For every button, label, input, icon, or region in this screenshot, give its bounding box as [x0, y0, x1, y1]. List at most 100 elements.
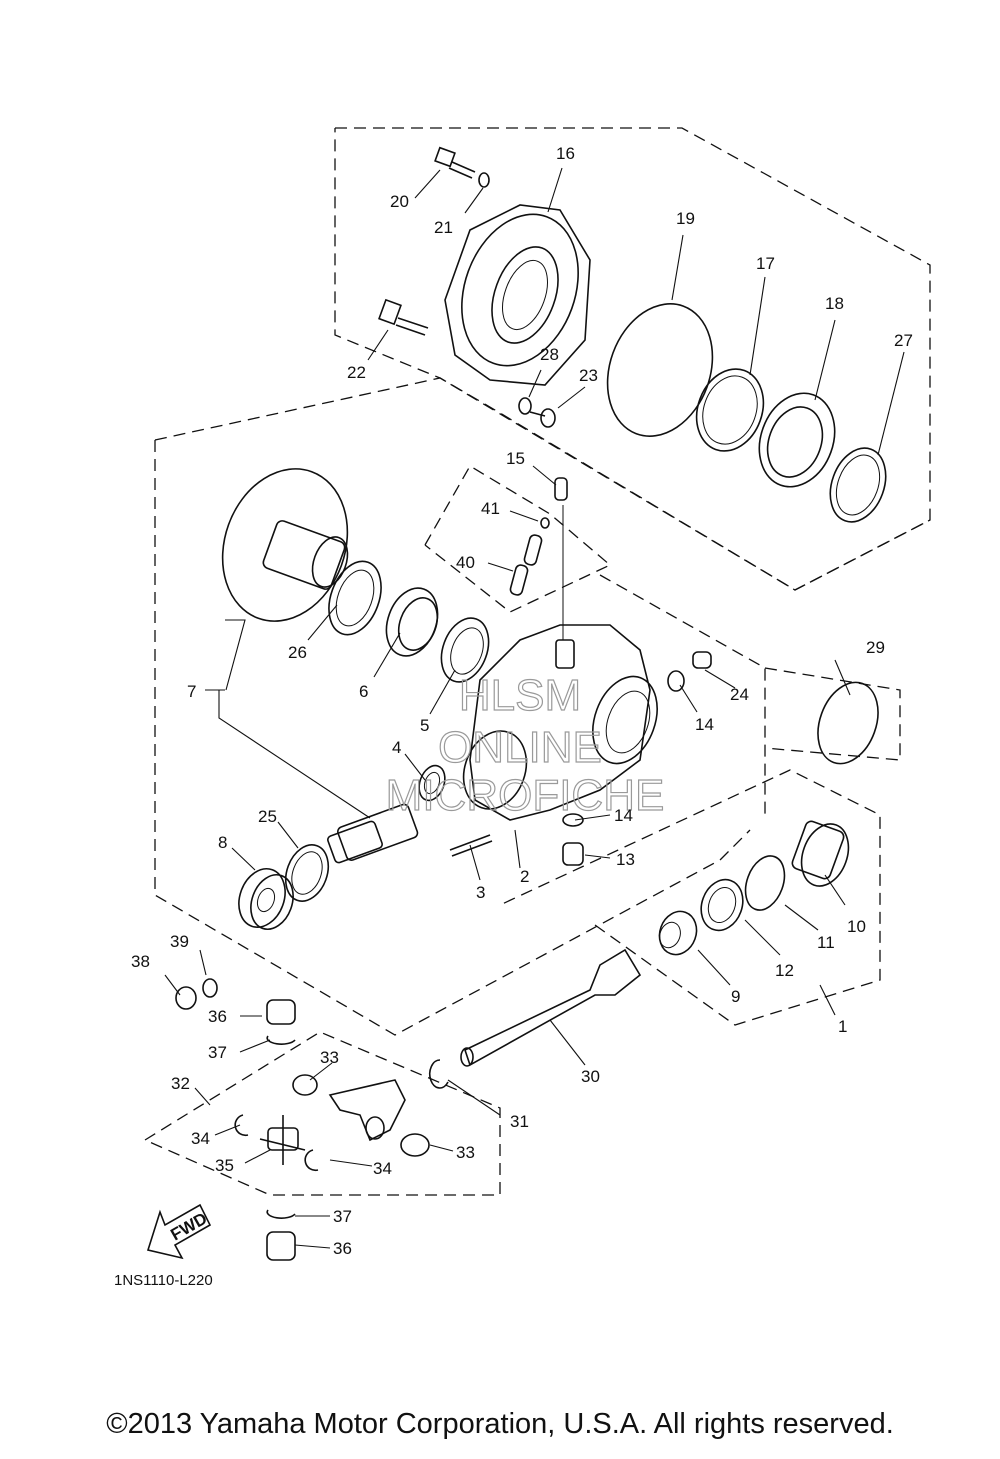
- callout-35: 35: [215, 1156, 234, 1175]
- callout-14-upper: 14: [695, 715, 714, 734]
- assembly-outline-main: [154, 377, 931, 1036]
- part-bolt-23: [529, 408, 556, 428]
- callout-27: 27: [894, 331, 913, 350]
- callout-34-left: 34: [191, 1129, 210, 1148]
- part-bearing-26: [328, 560, 382, 636]
- part-shaft-30: [460, 948, 642, 1067]
- callout-34-right: 34: [373, 1159, 392, 1178]
- callout-41: 41: [481, 499, 500, 518]
- callout-36-upper: 36: [208, 1007, 227, 1026]
- part-nut-38: [175, 986, 197, 1010]
- part-cross-35: [259, 1115, 306, 1165]
- callout-13: 13: [616, 850, 635, 869]
- part-washer-21: [478, 172, 490, 188]
- part-shim-27: [829, 447, 887, 523]
- callout-29: 29: [866, 638, 885, 657]
- callout-17: 17: [756, 254, 775, 273]
- part-plug-24: [692, 651, 712, 669]
- part-bolt-20: [434, 146, 476, 179]
- callout-39: 39: [170, 932, 189, 951]
- assembly-outline-29: [764, 667, 901, 761]
- callout-10: 10: [847, 917, 866, 936]
- callout-numbers: 1 2 3 4 5 6 7 8 9 10 11 12 13 14 14 15 1…: [131, 144, 913, 1258]
- part-stud-3: [449, 834, 493, 857]
- part-pin-40: [509, 534, 543, 596]
- callout-9: 9: [731, 987, 740, 1006]
- watermark: HLSM ONLINE MICROFICHE: [385, 670, 665, 820]
- part-seal-5: [440, 617, 490, 683]
- part-clip-31: [429, 1059, 449, 1089]
- part-oring-29: [817, 681, 879, 765]
- callout-24: 24: [730, 685, 749, 704]
- part-washer-39: [202, 978, 218, 998]
- part-yoke-32: [328, 1079, 406, 1142]
- part-clip-34a: [234, 1114, 249, 1137]
- callout-16: 16: [556, 144, 575, 163]
- watermark-line-3: MICROFICHE: [386, 771, 665, 820]
- callout-22: 22: [347, 363, 366, 382]
- callout-20: 20: [390, 192, 409, 211]
- callout-3: 3: [476, 883, 485, 902]
- callout-30: 30: [581, 1067, 600, 1086]
- callout-32: 32: [171, 1074, 190, 1093]
- part-cover-16: [444, 204, 591, 386]
- part-bolt-22: [378, 298, 429, 336]
- part-oring-19: [606, 303, 714, 437]
- part-bearing-33a: [292, 1074, 318, 1096]
- callout-7: 7: [187, 682, 196, 701]
- callout-28: 28: [540, 345, 559, 364]
- callout-2: 2: [520, 867, 529, 886]
- callout-8: 8: [218, 833, 227, 852]
- part-bearing-33b: [400, 1133, 430, 1157]
- callout-31: 31: [510, 1112, 529, 1131]
- part-washer-28: [518, 397, 532, 415]
- assembly-outline-40-41: [424, 465, 612, 613]
- part-bearing-36b: [266, 1231, 296, 1261]
- callout-33-upper: 33: [320, 1048, 339, 1067]
- part-shim-25: [284, 844, 330, 902]
- part-bearing-18: [758, 392, 836, 488]
- callout-12: 12: [775, 961, 794, 980]
- fwd-arrow-icon: FWD: [146, 1203, 212, 1260]
- copyright-notice: ©2013 Yamaha Motor Corporation, U.S.A. A…: [106, 1408, 894, 1440]
- callout-1: 1: [838, 1017, 847, 1036]
- part-gear-7: [221, 468, 349, 622]
- callout-5: 5: [420, 716, 429, 735]
- assembly-outline-joint: [144, 1031, 501, 1196]
- part-case-2: [462, 624, 658, 821]
- part-clip-34b: [304, 1149, 319, 1172]
- callout-25: 25: [258, 807, 277, 826]
- part-clip-37a: [266, 1035, 296, 1045]
- fwd-label: FWD: [167, 1209, 210, 1245]
- callout-21: 21: [434, 218, 453, 237]
- callout-18: 18: [825, 294, 844, 313]
- callout-4: 4: [392, 738, 401, 757]
- part-clip-41: [540, 517, 550, 529]
- callout-15: 15: [506, 449, 525, 468]
- part-seal-12: [700, 878, 744, 932]
- callout-40: 40: [456, 553, 475, 572]
- part-collar-10: [791, 820, 850, 887]
- callout-11: 11: [817, 933, 835, 952]
- part-breather-15: [554, 477, 568, 640]
- part-plug-13: [562, 842, 584, 866]
- part-shim-17: [695, 368, 765, 452]
- part-clip-37b: [266, 1209, 296, 1219]
- part-washer-14b: [562, 813, 584, 827]
- watermark-line-1: HLSM: [459, 671, 581, 720]
- callout-38: 38: [131, 952, 150, 971]
- part-pinion-shaft-7: [327, 803, 419, 864]
- part-bearing-36a: [266, 999, 296, 1025]
- part-bearing-8: [238, 868, 294, 930]
- part-bearing-9: [658, 910, 698, 956]
- callout-14-lower: 14: [614, 806, 633, 825]
- callout-37-lower: 37: [333, 1207, 352, 1226]
- callout-36-lower: 36: [333, 1239, 352, 1258]
- diagram-code: 1NS1110-L220: [114, 1272, 213, 1289]
- callout-6: 6: [359, 682, 368, 701]
- part-bearing-4: [418, 764, 446, 802]
- callout-37-upper: 37: [208, 1043, 227, 1062]
- callout-23: 23: [579, 366, 598, 385]
- callout-19: 19: [676, 209, 695, 228]
